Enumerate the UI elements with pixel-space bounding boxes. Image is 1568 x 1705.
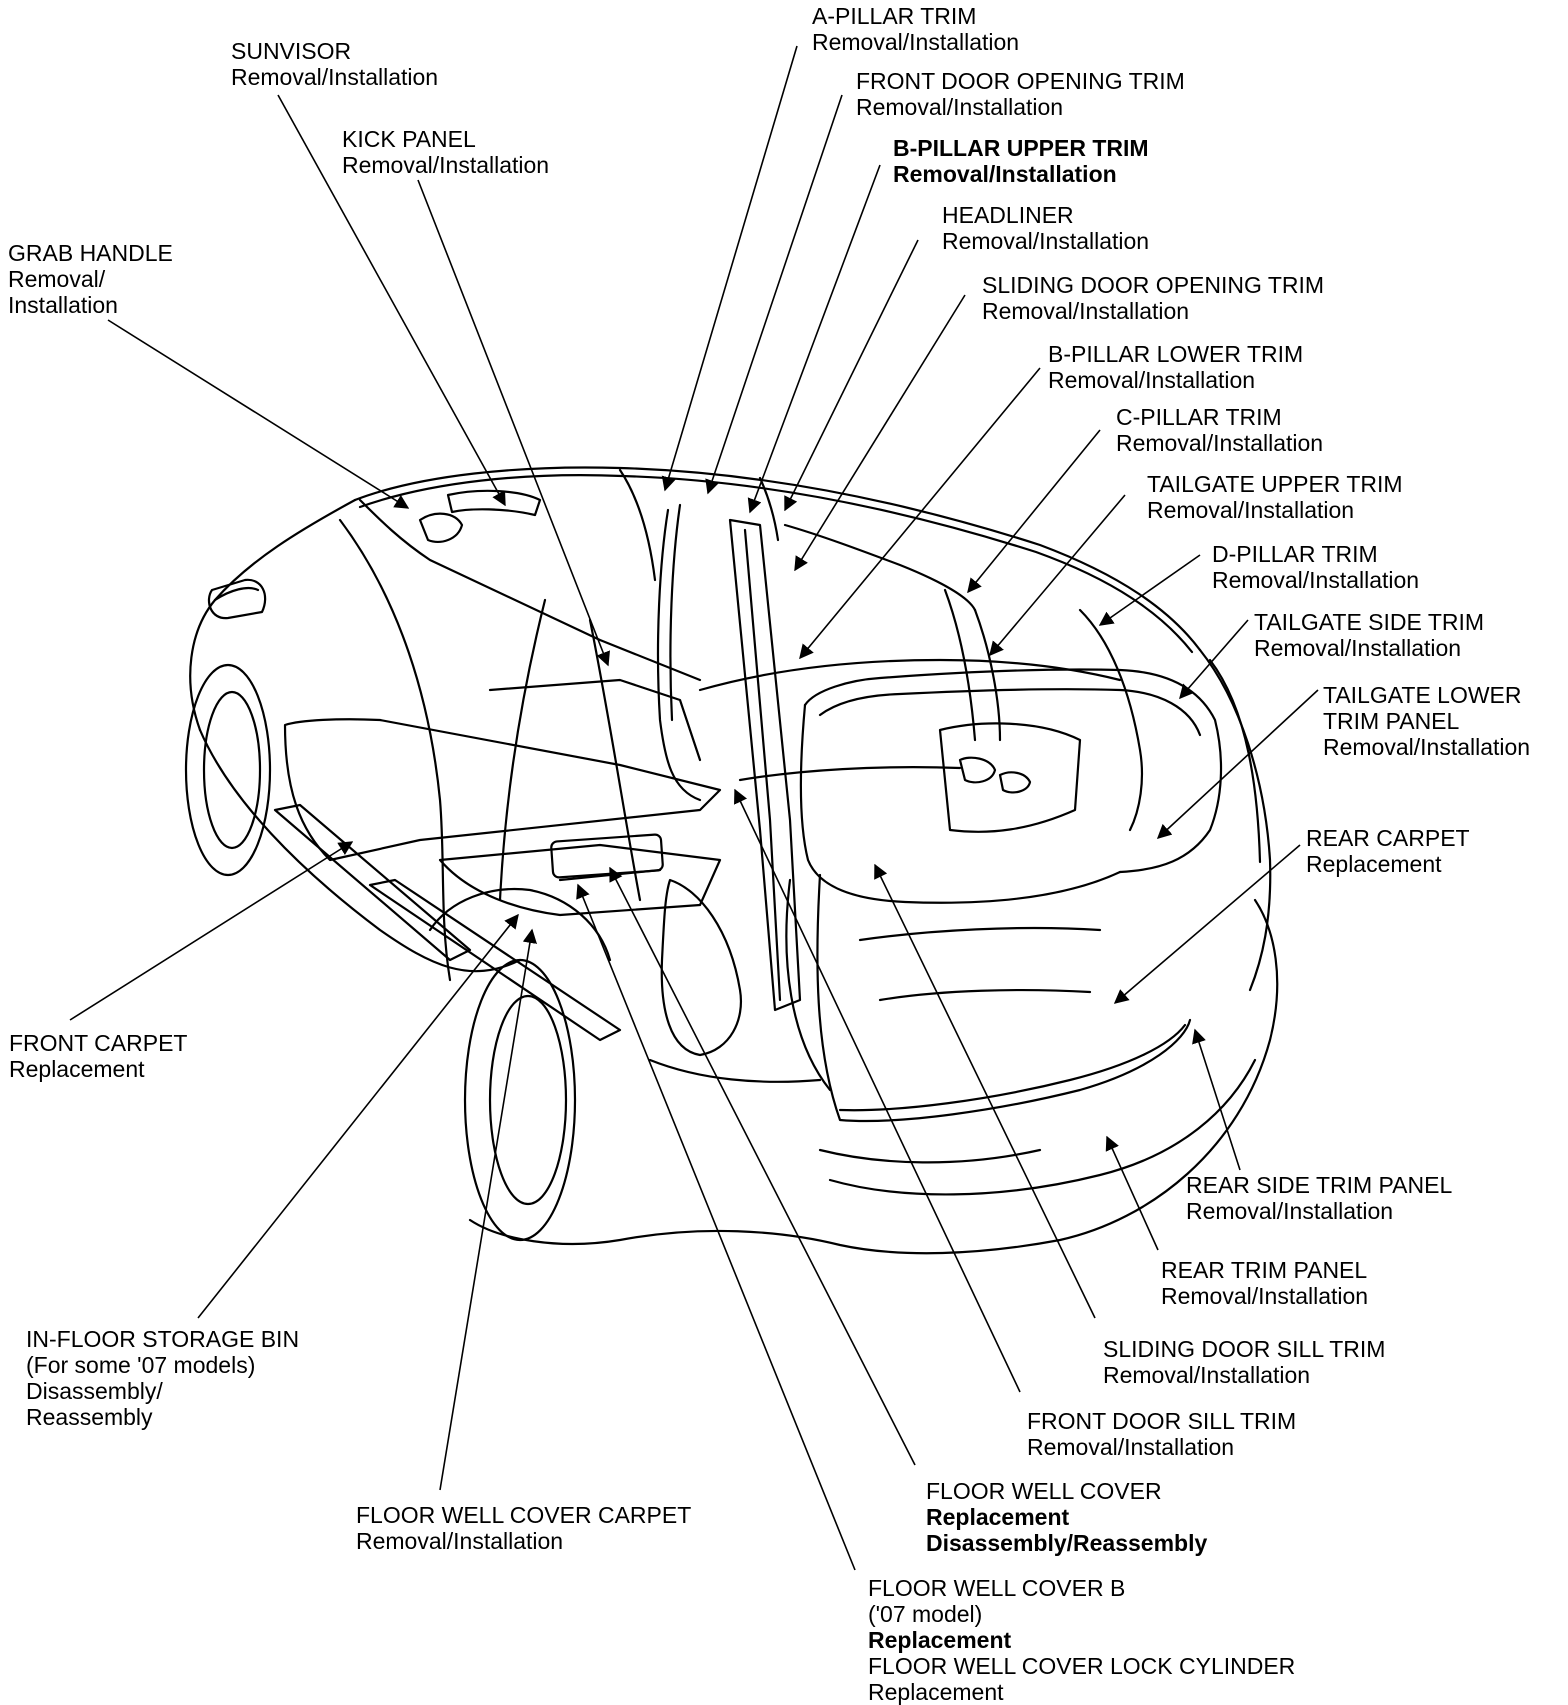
leader-kick-panel (417, 179, 610, 667)
leader-rear-carpet (1113, 844, 1301, 1004)
label-tailgate-upper-trim: TAILGATE UPPER TRIM Removal/Installation (1147, 471, 1403, 523)
leader-lines (69, 45, 1319, 1571)
label-a-pillar-trim: A-PILLAR TRIM Removal/Installation (812, 3, 1020, 55)
label-grab-handle: GRAB HANDLE Removal/ Installation (8, 240, 173, 318)
leader-front-door-opening-trim (705, 94, 843, 495)
label-floor-well-cover: FLOOR WELL COVER Replacement Disassembly… (926, 1478, 1208, 1556)
c-pillar (943, 588, 977, 742)
grab-handle-shape (418, 512, 464, 543)
rear-bumper (828, 1058, 1257, 1196)
leader-b-pillar-upper-trim (747, 164, 881, 514)
label-d-pillar-trim: D-PILLAR TRIM Removal/Installation (1212, 541, 1420, 593)
label-rear-carpet: REAR CARPET Replacement (1306, 825, 1470, 877)
label-rear-trim-panel: REAR TRIM PANEL Removal/Installation (1161, 1257, 1369, 1309)
leader-sliding-door-opening-trim (794, 294, 966, 572)
leader-rear-side-trim-panel (1192, 1028, 1241, 1171)
side-mirror (207, 578, 267, 620)
leader-floor-well-cover (609, 866, 916, 1466)
body-side-lower (198, 728, 522, 973)
label-floor-well-cover-b: FLOOR WELL COVER B ('07 model) Replaceme… (868, 1575, 1296, 1705)
label-front-carpet: FRONT CARPET Replacement (9, 1030, 188, 1082)
leader-front-door-sill-trim (734, 788, 1021, 1393)
label-floor-well-cover-carpet: FLOOR WELL COVER CARPET Removal/Installa… (356, 1502, 692, 1554)
leader-c-pillar-trim (967, 429, 1101, 594)
leader-tailgate-upper-trim (989, 494, 1126, 657)
label-kick-panel: KICK PANEL Removal/Installation (342, 126, 550, 178)
label-tailgate-side-trim: TAILGATE SIDE TRIM Removal/Installation (1254, 609, 1485, 661)
vehicle-body (184, 466, 1279, 1255)
cargo-bin (938, 722, 1082, 833)
leader-headliner (784, 239, 919, 512)
floor-well-cover (550, 833, 664, 879)
tailgate-opening (803, 668, 1223, 874)
label-sliding-door-opening-trim: SLIDING DOOR OPENING TRIM Removal/Instal… (982, 272, 1325, 324)
front-door-opening (656, 508, 702, 802)
front-floor (283, 718, 722, 862)
sunvisor-shape (446, 489, 542, 517)
leader-b-pillar-lower-trim (799, 367, 1041, 660)
leader-tailgate-side-trim (1179, 619, 1249, 700)
label-b-pillar-upper-trim: B-PILLAR UPPER TRIM Removal/Installation (893, 135, 1149, 187)
cargo-opening (816, 873, 1192, 1123)
leader-floor-well-cover-carpet (439, 928, 538, 1491)
label-front-door-sill-trim: FRONT DOOR SILL TRIM Removal/Installatio… (1027, 1408, 1297, 1460)
label-headliner: HEADLINER Removal/Installation (942, 202, 1150, 254)
label-rear-side-trim-panel: REAR SIDE TRIM PANEL Removal/Installatio… (1186, 1172, 1453, 1224)
rear-side-lower (785, 878, 832, 1092)
sliding-door-opening (783, 523, 977, 612)
label-b-pillar-lower-trim: B-PILLAR LOWER TRIM Removal/Installation (1048, 341, 1304, 393)
leader-rear-trim-panel (1105, 1135, 1159, 1251)
floor-well-area (438, 843, 722, 917)
leader-grab-handle (107, 319, 410, 509)
leader-a-pillar-trim (661, 45, 798, 492)
leader-floor-well-cover-b (576, 883, 856, 1571)
d-pillar (1078, 608, 1144, 832)
rear-seat (660, 878, 743, 1057)
front-wheel (184, 663, 272, 877)
label-sliding-door-sill-trim: SLIDING DOOR SILL TRIM Removal/Installat… (1103, 1336, 1386, 1388)
leader-in-floor-storage-bin (197, 913, 519, 1319)
sliding-door-sill (368, 878, 622, 1042)
label-c-pillar-trim: C-PILLAR TRIM Removal/Installation (1116, 404, 1324, 456)
label-front-door-opening-trim: FRONT DOOR OPENING TRIM Removal/Installa… (856, 68, 1185, 120)
label-in-floor-storage-bin: IN-FLOOR STORAGE BIN (For some '07 model… (26, 1326, 300, 1430)
leader-d-pillar-trim (1098, 554, 1201, 626)
roof-outline (353, 466, 1202, 652)
b-pillar (728, 518, 802, 1012)
leader-sliding-door-sill-trim (874, 863, 1096, 1319)
front-door-sill (273, 803, 472, 962)
label-tailgate-lower-trim-panel: TAILGATE LOWER TRIM PANEL Removal/Instal… (1323, 682, 1531, 760)
leader-front-carpet (69, 841, 354, 1021)
leader-sunvisor (277, 94, 506, 507)
label-sunvisor: SUNVISOR Removal/Installation (231, 38, 439, 90)
leader-tailgate-lower-trim-panel (1156, 689, 1319, 839)
